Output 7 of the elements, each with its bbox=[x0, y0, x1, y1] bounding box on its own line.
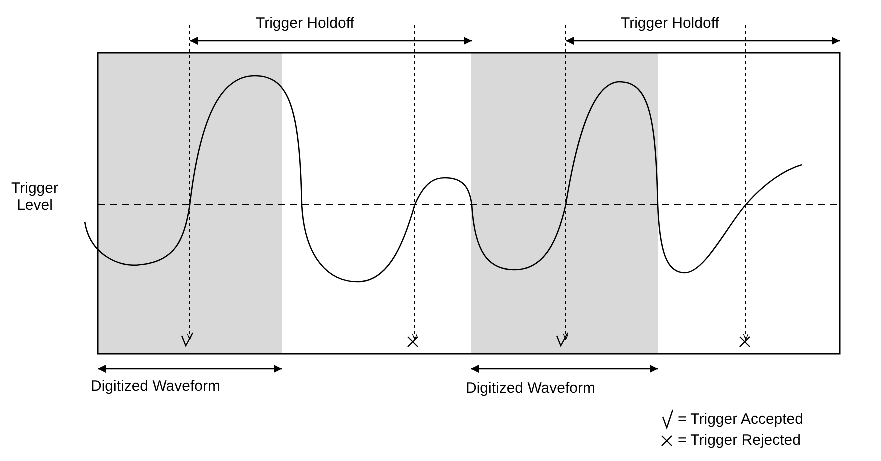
holdoff-label: Trigger Holdoff bbox=[256, 15, 354, 32]
legend-text: = Trigger Rejected bbox=[678, 432, 801, 449]
waveform-label: Digitized Waveform bbox=[466, 380, 596, 397]
trigger-level-label: Trigger Level bbox=[10, 180, 60, 214]
legend-text: = Trigger Accepted bbox=[678, 411, 804, 428]
holdoff-label: Trigger Holdoff bbox=[621, 15, 720, 32]
waveform-label: Digitized Waveform bbox=[91, 378, 220, 395]
